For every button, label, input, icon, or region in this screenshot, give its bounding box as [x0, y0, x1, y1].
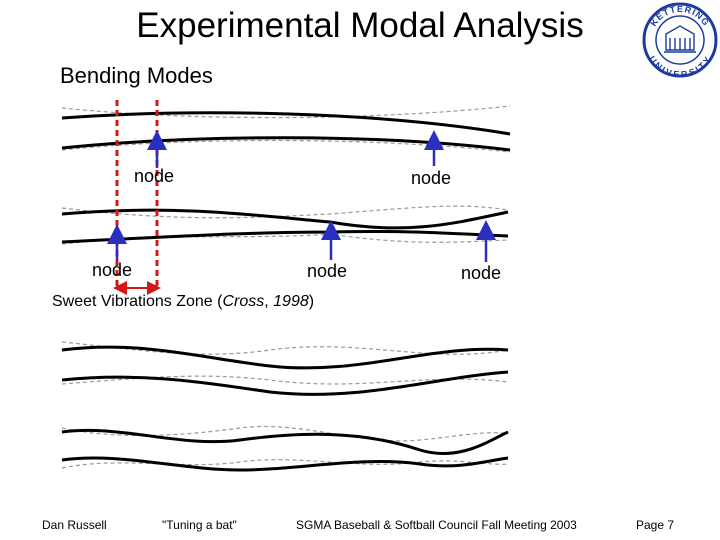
sweet-zone-caption: Sweet Vibrations Zone (Cross, 1998) [52, 292, 314, 312]
node-label-2: node [411, 168, 451, 188]
node-label-3: node [92, 260, 132, 280]
mode-3-shape [61, 341, 509, 396]
node-label-4: node [307, 261, 347, 281]
sweet-zone-text: Sweet Vibrations Zone ( [52, 293, 223, 310]
citation-separator: , [264, 293, 274, 310]
node-label-5: node [461, 263, 501, 283]
mode-4-shape [61, 425, 509, 472]
footer-event: SGMA Baseball & Softball Council Fall Me… [296, 518, 577, 532]
citation-year: 1998 [273, 293, 309, 310]
footer-page: Page 7 [636, 518, 675, 532]
citation-close: ) [308, 293, 315, 310]
logo-building-icon [664, 25, 696, 53]
slide-subtitle: Bending Modes [60, 63, 213, 88]
kettering-university-logo: KETTERING UNIVERSITY [642, 2, 718, 78]
node-label-1: node [134, 166, 174, 186]
mode-1-shape [61, 105, 511, 153]
footer-author: Dan Russell [42, 518, 107, 532]
mode-2-shape [61, 205, 509, 245]
footer-talk: "Tuning a bat" [162, 518, 237, 532]
slide-title: Experimental Modal Analysis [136, 6, 584, 45]
citation-author: Cross [222, 293, 265, 310]
